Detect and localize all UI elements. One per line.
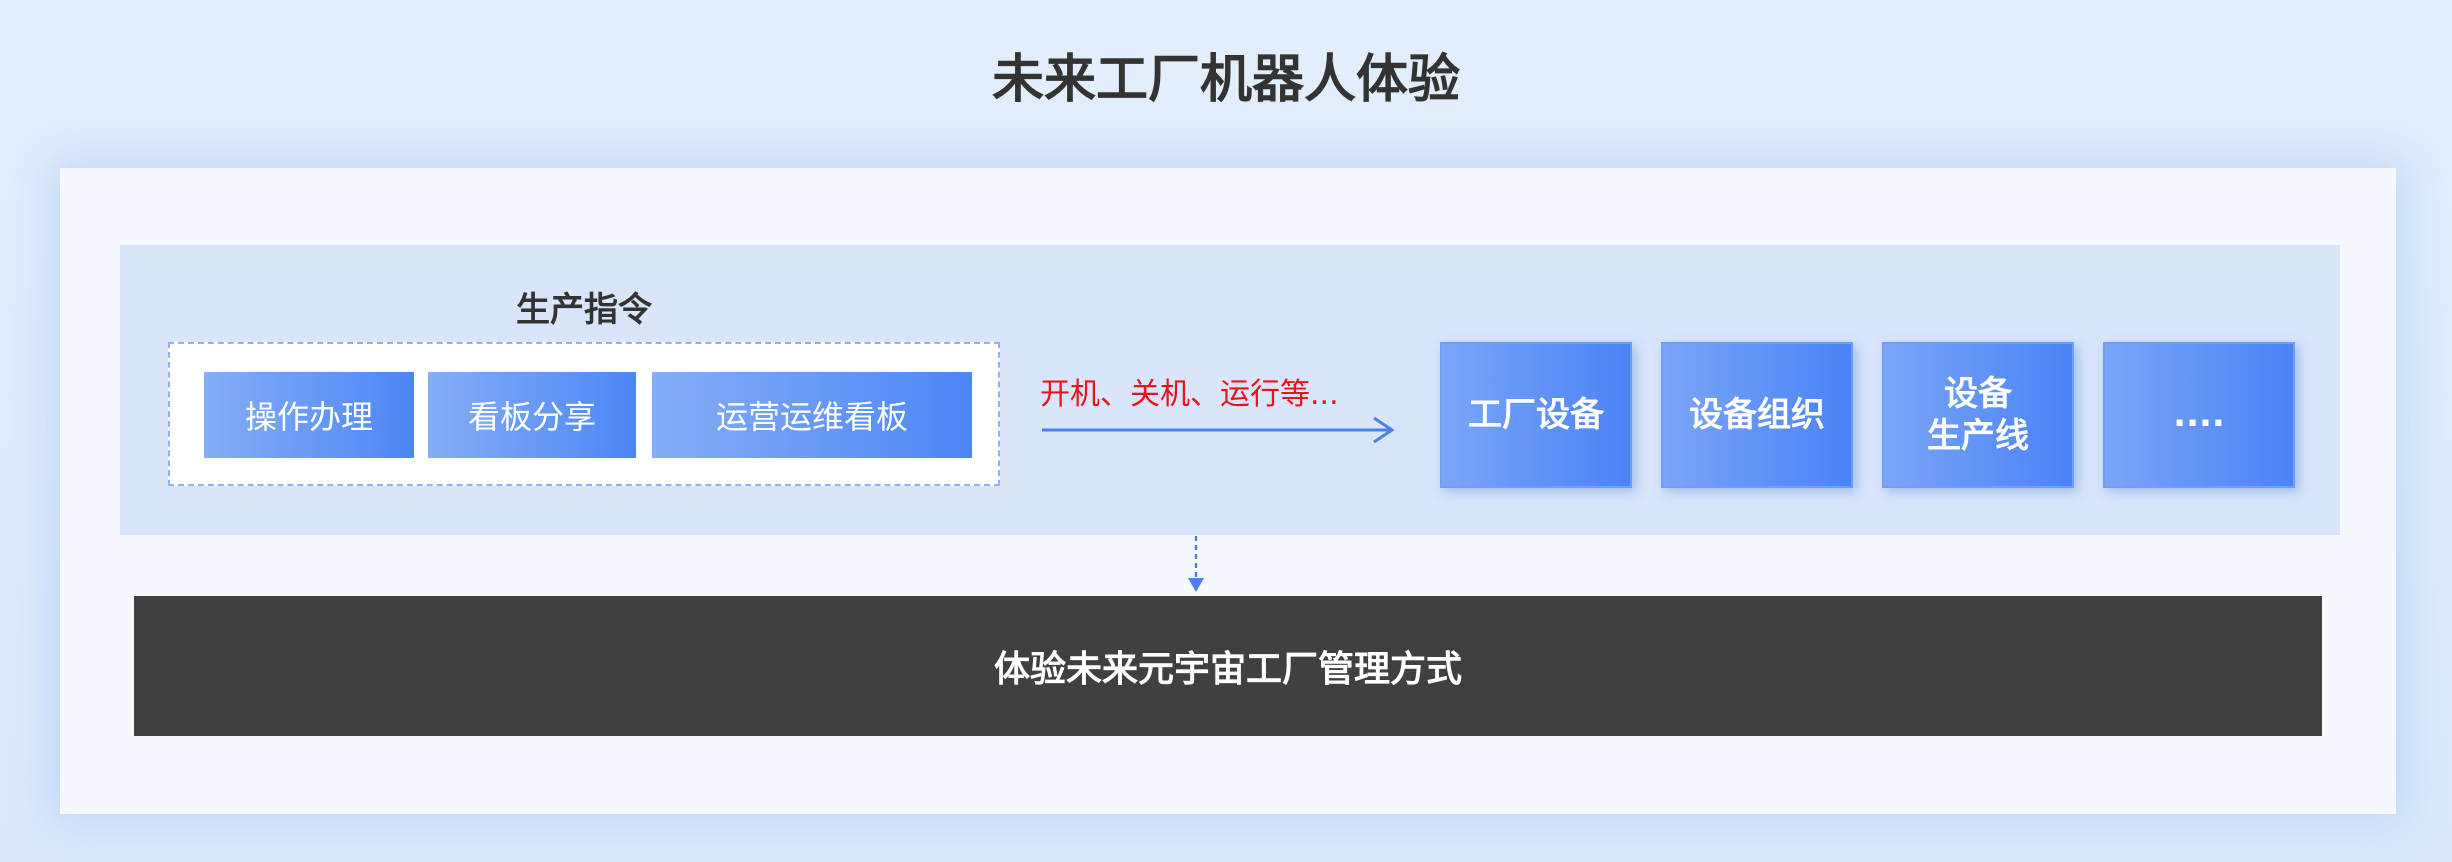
down-arrow-icon	[1188, 536, 1204, 592]
device-box-equipment-org: 设备组织	[1661, 342, 1853, 488]
device-label-line1: 设备	[1944, 374, 2012, 414]
arrow-label: 开机、关机、运行等...	[1040, 377, 1339, 412]
device-label: 工厂设备	[1468, 395, 1604, 435]
bottom-bar: 体验未来元宇宙工厂管理方式	[134, 596, 2322, 736]
device-label: ....	[2173, 395, 2225, 435]
command-item-board-share: 看板分享	[428, 372, 636, 458]
bottom-bar-label: 体验未来元宇宙工厂管理方式	[993, 649, 1462, 690]
page-title: 未来工厂机器人体验	[991, 50, 1460, 110]
right-arrow-icon	[1042, 416, 1395, 444]
command-item-ops-board: 运营运维看板	[652, 372, 972, 458]
device-label: 设备组织	[1689, 395, 1825, 435]
device-box-production-line: 设备 生产线	[1882, 342, 2074, 488]
command-item-operation: 操作办理	[204, 372, 414, 458]
command-group-title: 生产指令	[516, 290, 652, 330]
device-label-line2: 生产线	[1927, 416, 2029, 456]
device-box-factory-equipment: 工厂设备	[1440, 342, 1632, 488]
device-box-more: ....	[2103, 342, 2295, 488]
